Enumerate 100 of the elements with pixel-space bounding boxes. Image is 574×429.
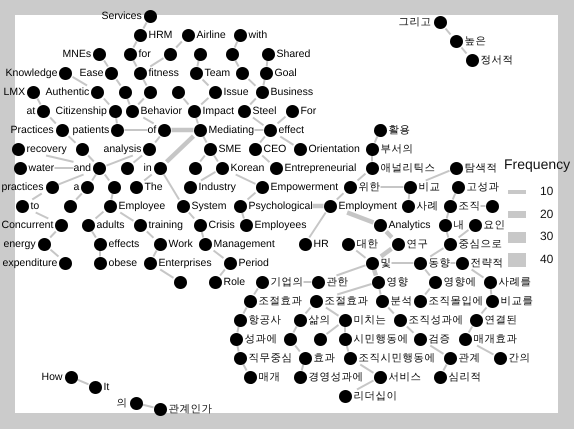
- node-label: Behavior: [140, 104, 182, 118]
- edge-line: [196, 60, 200, 67]
- edge-line: [276, 116, 286, 124]
- edge-line: [360, 364, 374, 374]
- edge-line: [336, 192, 344, 200]
- edge-line: [300, 364, 304, 371]
- node-label: Concurrent: [2, 218, 54, 232]
- edge-line: [202, 136, 208, 143]
- node-label: 조직시민행동에: [358, 352, 436, 364]
- edge-line: [480, 205, 486, 207]
- node-label: Crisis: [208, 218, 235, 232]
- edge-line: [325, 306, 340, 317]
- edge-line: [77, 378, 89, 386]
- edge-line: [103, 98, 110, 106]
- edge-line: [46, 154, 74, 163]
- edge-line: [120, 212, 134, 222]
- edge-line: [280, 136, 294, 146]
- edge-line: [75, 192, 83, 200]
- node-label: 조절효과: [258, 294, 302, 308]
- node-label: 사례를: [498, 276, 532, 288]
- node-label: Empowerment: [270, 180, 338, 194]
- edge-line: [110, 193, 114, 200]
- node-label: 중심으로: [458, 238, 502, 250]
- edge-line: [384, 230, 394, 240]
- edge-line: [182, 98, 190, 106]
- legend-label: 40: [540, 253, 554, 266]
- edge-line: [425, 170, 450, 182]
- edge-line: [430, 344, 444, 355]
- edge-line: [356, 250, 366, 259]
- edge-line: [380, 246, 393, 258]
- edge-line: [144, 174, 152, 182]
- node-label: 매개효과: [474, 332, 518, 346]
- node-label: effect: [278, 124, 304, 136]
- edge-line: [50, 248, 60, 258]
- node-label: 탐색적: [464, 162, 498, 174]
- node-label: Analytics: [388, 218, 431, 232]
- node-label: energy: [4, 238, 36, 250]
- node-label: 서비스: [388, 370, 422, 384]
- edge-line: [104, 174, 110, 182]
- node-label: 정서적: [480, 54, 514, 66]
- node-label: CEO: [264, 142, 286, 156]
- node-label: Management: [214, 238, 275, 250]
- node-label: The: [144, 180, 163, 194]
- node-label: Citizenship: [56, 104, 107, 118]
- node-label: Airline: [196, 28, 226, 42]
- node-label: Work: [168, 238, 193, 250]
- edge-line: [54, 167, 74, 169]
- edge-line: [142, 79, 148, 86]
- node-label: Enterprises: [158, 256, 212, 270]
- edge-line: [372, 268, 378, 276]
- edge-line: [430, 247, 444, 258]
- edge-line: [468, 326, 474, 333]
- node-label: for: [138, 48, 151, 60]
- node-label: 전략적: [470, 256, 504, 270]
- edge-line: [150, 57, 164, 68]
- node-label: 매개: [258, 370, 280, 384]
- node-label: 조직성과에: [408, 314, 464, 326]
- node-label: 경영성과에: [308, 370, 364, 384]
- node-label: Shared: [276, 48, 310, 60]
- edge-line: [234, 60, 240, 67]
- edge-line: [346, 345, 350, 352]
- node-label: of: [148, 124, 156, 136]
- legend-label: 20: [540, 208, 554, 221]
- edge-line: [248, 78, 256, 87]
- node-label: Employee: [118, 200, 166, 212]
- edge-line: [36, 98, 42, 105]
- edge-line: [458, 229, 470, 238]
- node-label: 부서의: [380, 142, 414, 156]
- edge-line: [91, 230, 97, 238]
- edge-line: [387, 306, 395, 314]
- edge-line: [252, 116, 264, 126]
- edge-line: [242, 364, 248, 371]
- node-label: 대한: [356, 238, 378, 250]
- edge-line: [115, 117, 118, 124]
- node-label: 높은: [464, 34, 486, 48]
- node-label: 활용: [388, 124, 410, 136]
- edge-line: [346, 210, 374, 225]
- node-label: 의: [116, 396, 128, 410]
- edge-line: [254, 129, 264, 131]
- edge-line: [380, 186, 404, 188]
- edge-line: [490, 288, 492, 295]
- edge-line: [424, 268, 431, 276]
- node-label: For: [300, 104, 316, 118]
- node-label: Steel: [252, 104, 276, 118]
- edge-line: [471, 268, 484, 278]
- node-label: Employment: [338, 200, 397, 212]
- edge-line: [336, 283, 372, 296]
- edge-line: [292, 326, 298, 333]
- edge-line: [32, 192, 42, 200]
- edge-line: [116, 78, 122, 86]
- node-label: Team: [204, 66, 230, 80]
- edge-line: [142, 116, 154, 124]
- edge-line: [236, 345, 240, 352]
- node-label: analysis: [104, 142, 142, 156]
- edge-line: [99, 250, 101, 256]
- node-label: Role: [224, 276, 246, 288]
- edge-line: [480, 306, 488, 314]
- edge-line: [476, 344, 494, 356]
- edge-line: [446, 231, 450, 238]
- edge-line: [236, 326, 240, 333]
